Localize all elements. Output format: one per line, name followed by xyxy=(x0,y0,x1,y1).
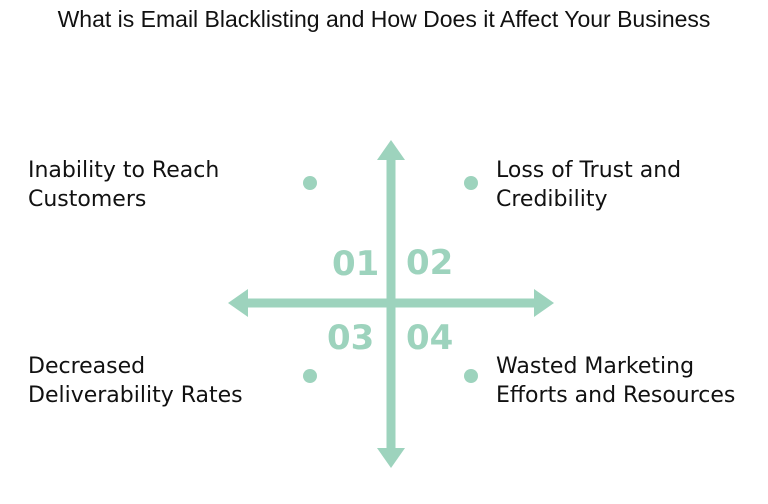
quadrant-1-dot xyxy=(303,176,317,190)
quadrant-4-number: 04 xyxy=(406,318,454,358)
arrow-head-right xyxy=(534,289,554,317)
arrow-head-down xyxy=(377,448,405,468)
quadrant-3-dot xyxy=(303,369,317,383)
quadrant-2-label: Loss of Trust and Credibility xyxy=(496,158,682,212)
arrow-head-up xyxy=(377,140,405,160)
quadrant-1-label: Inability to Reach Customers xyxy=(28,158,220,212)
quadrant-4-label: Wasted Marketing Efforts and Resources xyxy=(496,354,736,408)
quadrant-4-dot xyxy=(464,369,478,383)
quadrant-3-number: 03 xyxy=(327,318,375,358)
quadrant-2-number: 02 xyxy=(406,243,454,283)
arrow-head-left xyxy=(228,289,248,317)
page-title: What is Email Blacklisting and How Does … xyxy=(57,6,711,32)
quadrant-2-dot xyxy=(464,176,478,190)
quadrant-1-number: 01 xyxy=(332,244,380,284)
quadrant-3-label: Decreased Deliverability Rates xyxy=(28,354,243,408)
